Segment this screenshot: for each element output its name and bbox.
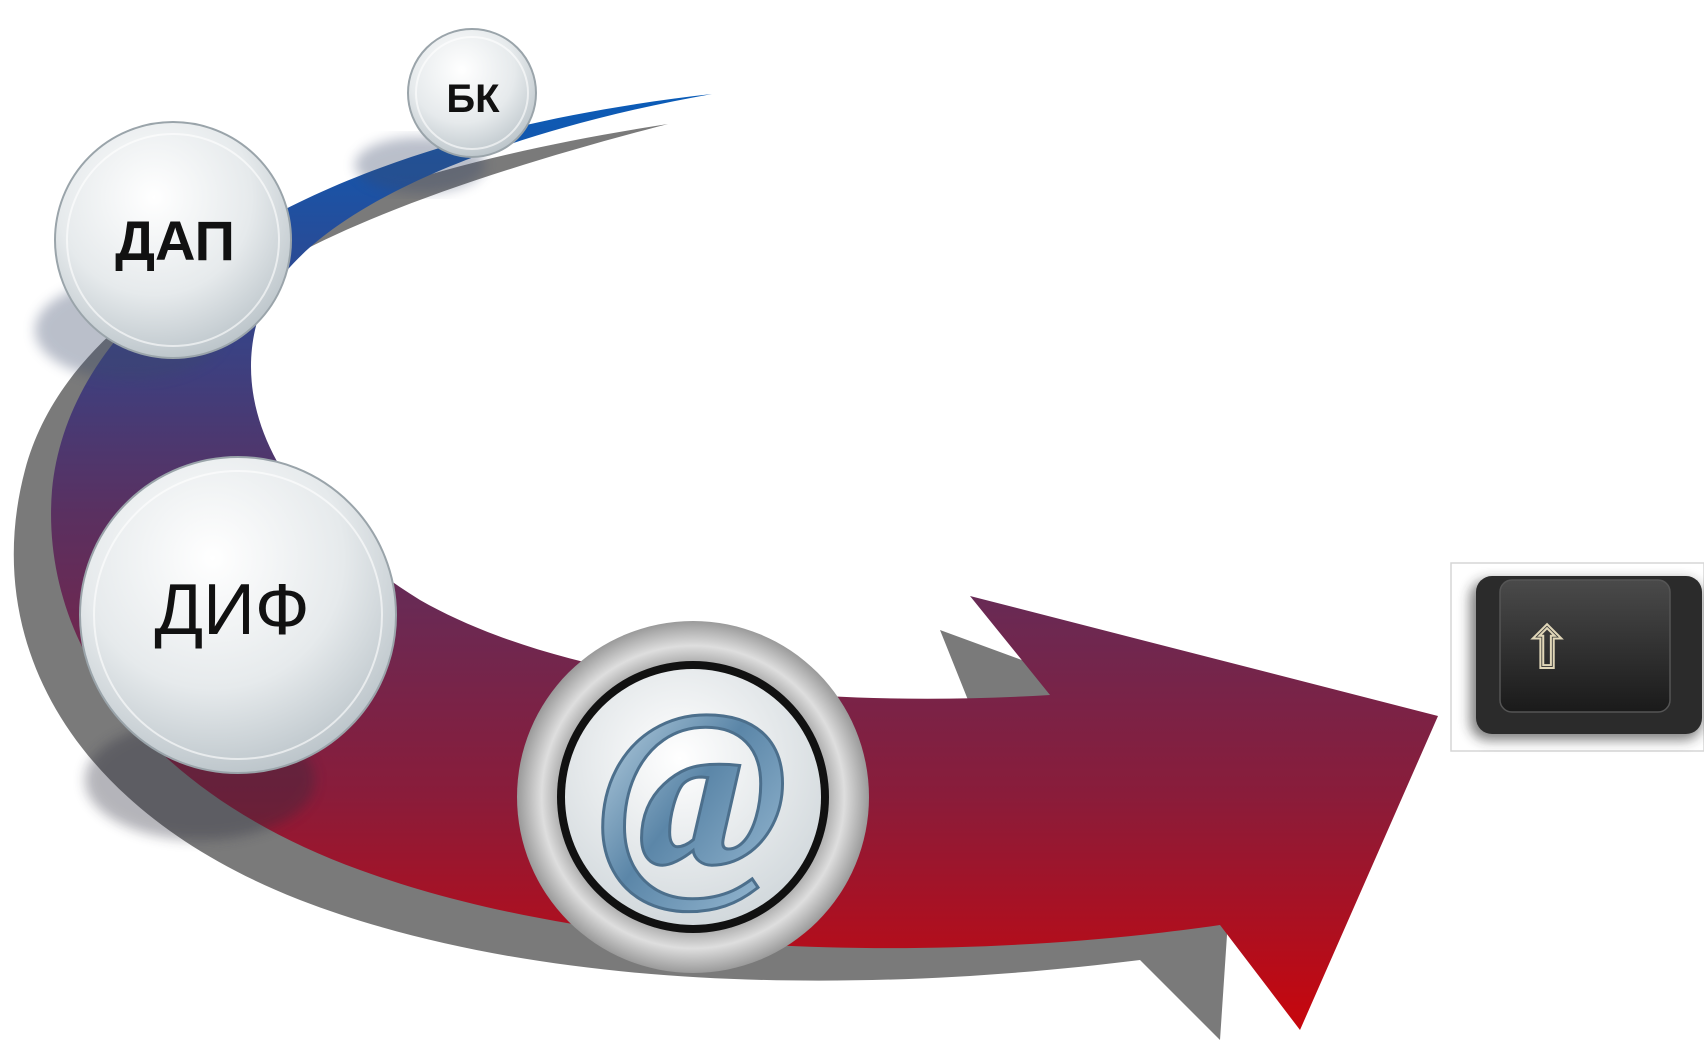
node-bk: БК bbox=[407, 28, 537, 158]
node-dap-label: ДАП bbox=[115, 209, 235, 272]
curved-arrow bbox=[51, 94, 1438, 1030]
at-sign-badge: @ bbox=[517, 621, 869, 973]
node-dif-label: ДИФ bbox=[154, 570, 309, 650]
shift-key-icon: ⇧ bbox=[1523, 614, 1572, 682]
node-dif: ДИФ bbox=[79, 456, 397, 774]
shift-key-image: ⇧ bbox=[1450, 562, 1704, 752]
node-dap: ДАП bbox=[54, 121, 292, 359]
node-bk-label: БК bbox=[446, 77, 500, 121]
at-sign-icon: @ bbox=[597, 663, 788, 918]
